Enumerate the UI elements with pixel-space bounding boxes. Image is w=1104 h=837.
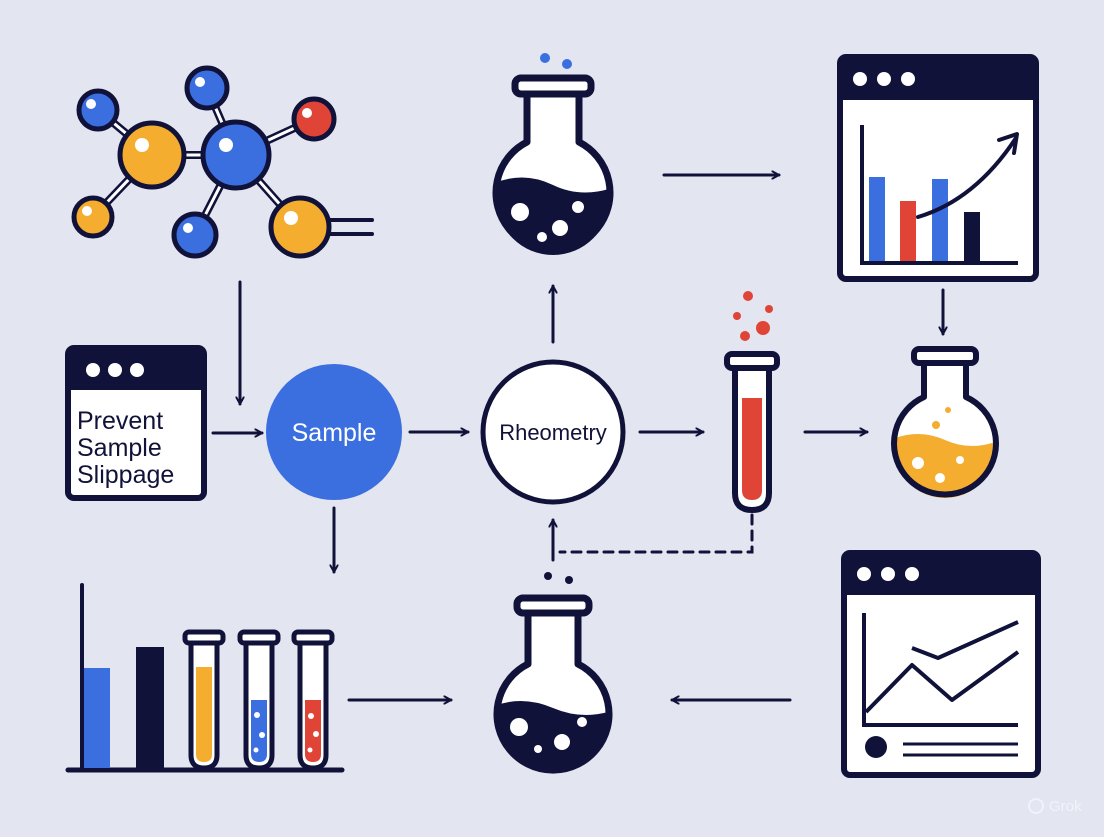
prevent-box-line-1: Prevent xyxy=(77,407,163,435)
flask-orange-icon xyxy=(891,346,999,498)
watermark-text: Grok xyxy=(1049,798,1082,815)
flask-bottom-icon xyxy=(493,572,613,774)
grok-logo-icon xyxy=(1028,798,1044,814)
bar-chart-window-icon xyxy=(837,54,1039,282)
sample-label: Sample xyxy=(292,419,377,447)
dashed-feedback-line xyxy=(558,513,754,554)
test-tube-red-icon xyxy=(724,291,780,514)
bubble-icon xyxy=(740,331,750,341)
bubble-icon xyxy=(544,572,552,580)
molecule-icon xyxy=(71,65,374,259)
watermark: Grok xyxy=(1028,798,1082,815)
bubble-icon xyxy=(565,576,573,584)
bubble-icon xyxy=(540,53,550,63)
prevent-sample-slippage-box: Prevent Sample Slippage xyxy=(65,345,207,501)
prevent-box-line-2: Sample xyxy=(77,434,162,462)
prevent-box-line-3: Slippage xyxy=(77,461,174,489)
bubble-icon xyxy=(733,312,741,320)
line-chart-window-icon xyxy=(841,550,1041,778)
bubble-icon xyxy=(562,59,572,69)
sample-bars-tubes-icon xyxy=(65,583,345,773)
sample-node: Sample xyxy=(266,364,402,500)
rheometry-label: Rheometry xyxy=(499,420,607,445)
flask-top-icon xyxy=(492,53,614,255)
bubble-icon xyxy=(765,305,773,313)
rheometry-node: Rheometry xyxy=(480,359,626,505)
bubble-icon xyxy=(743,291,753,301)
bubble-icon xyxy=(756,321,770,335)
